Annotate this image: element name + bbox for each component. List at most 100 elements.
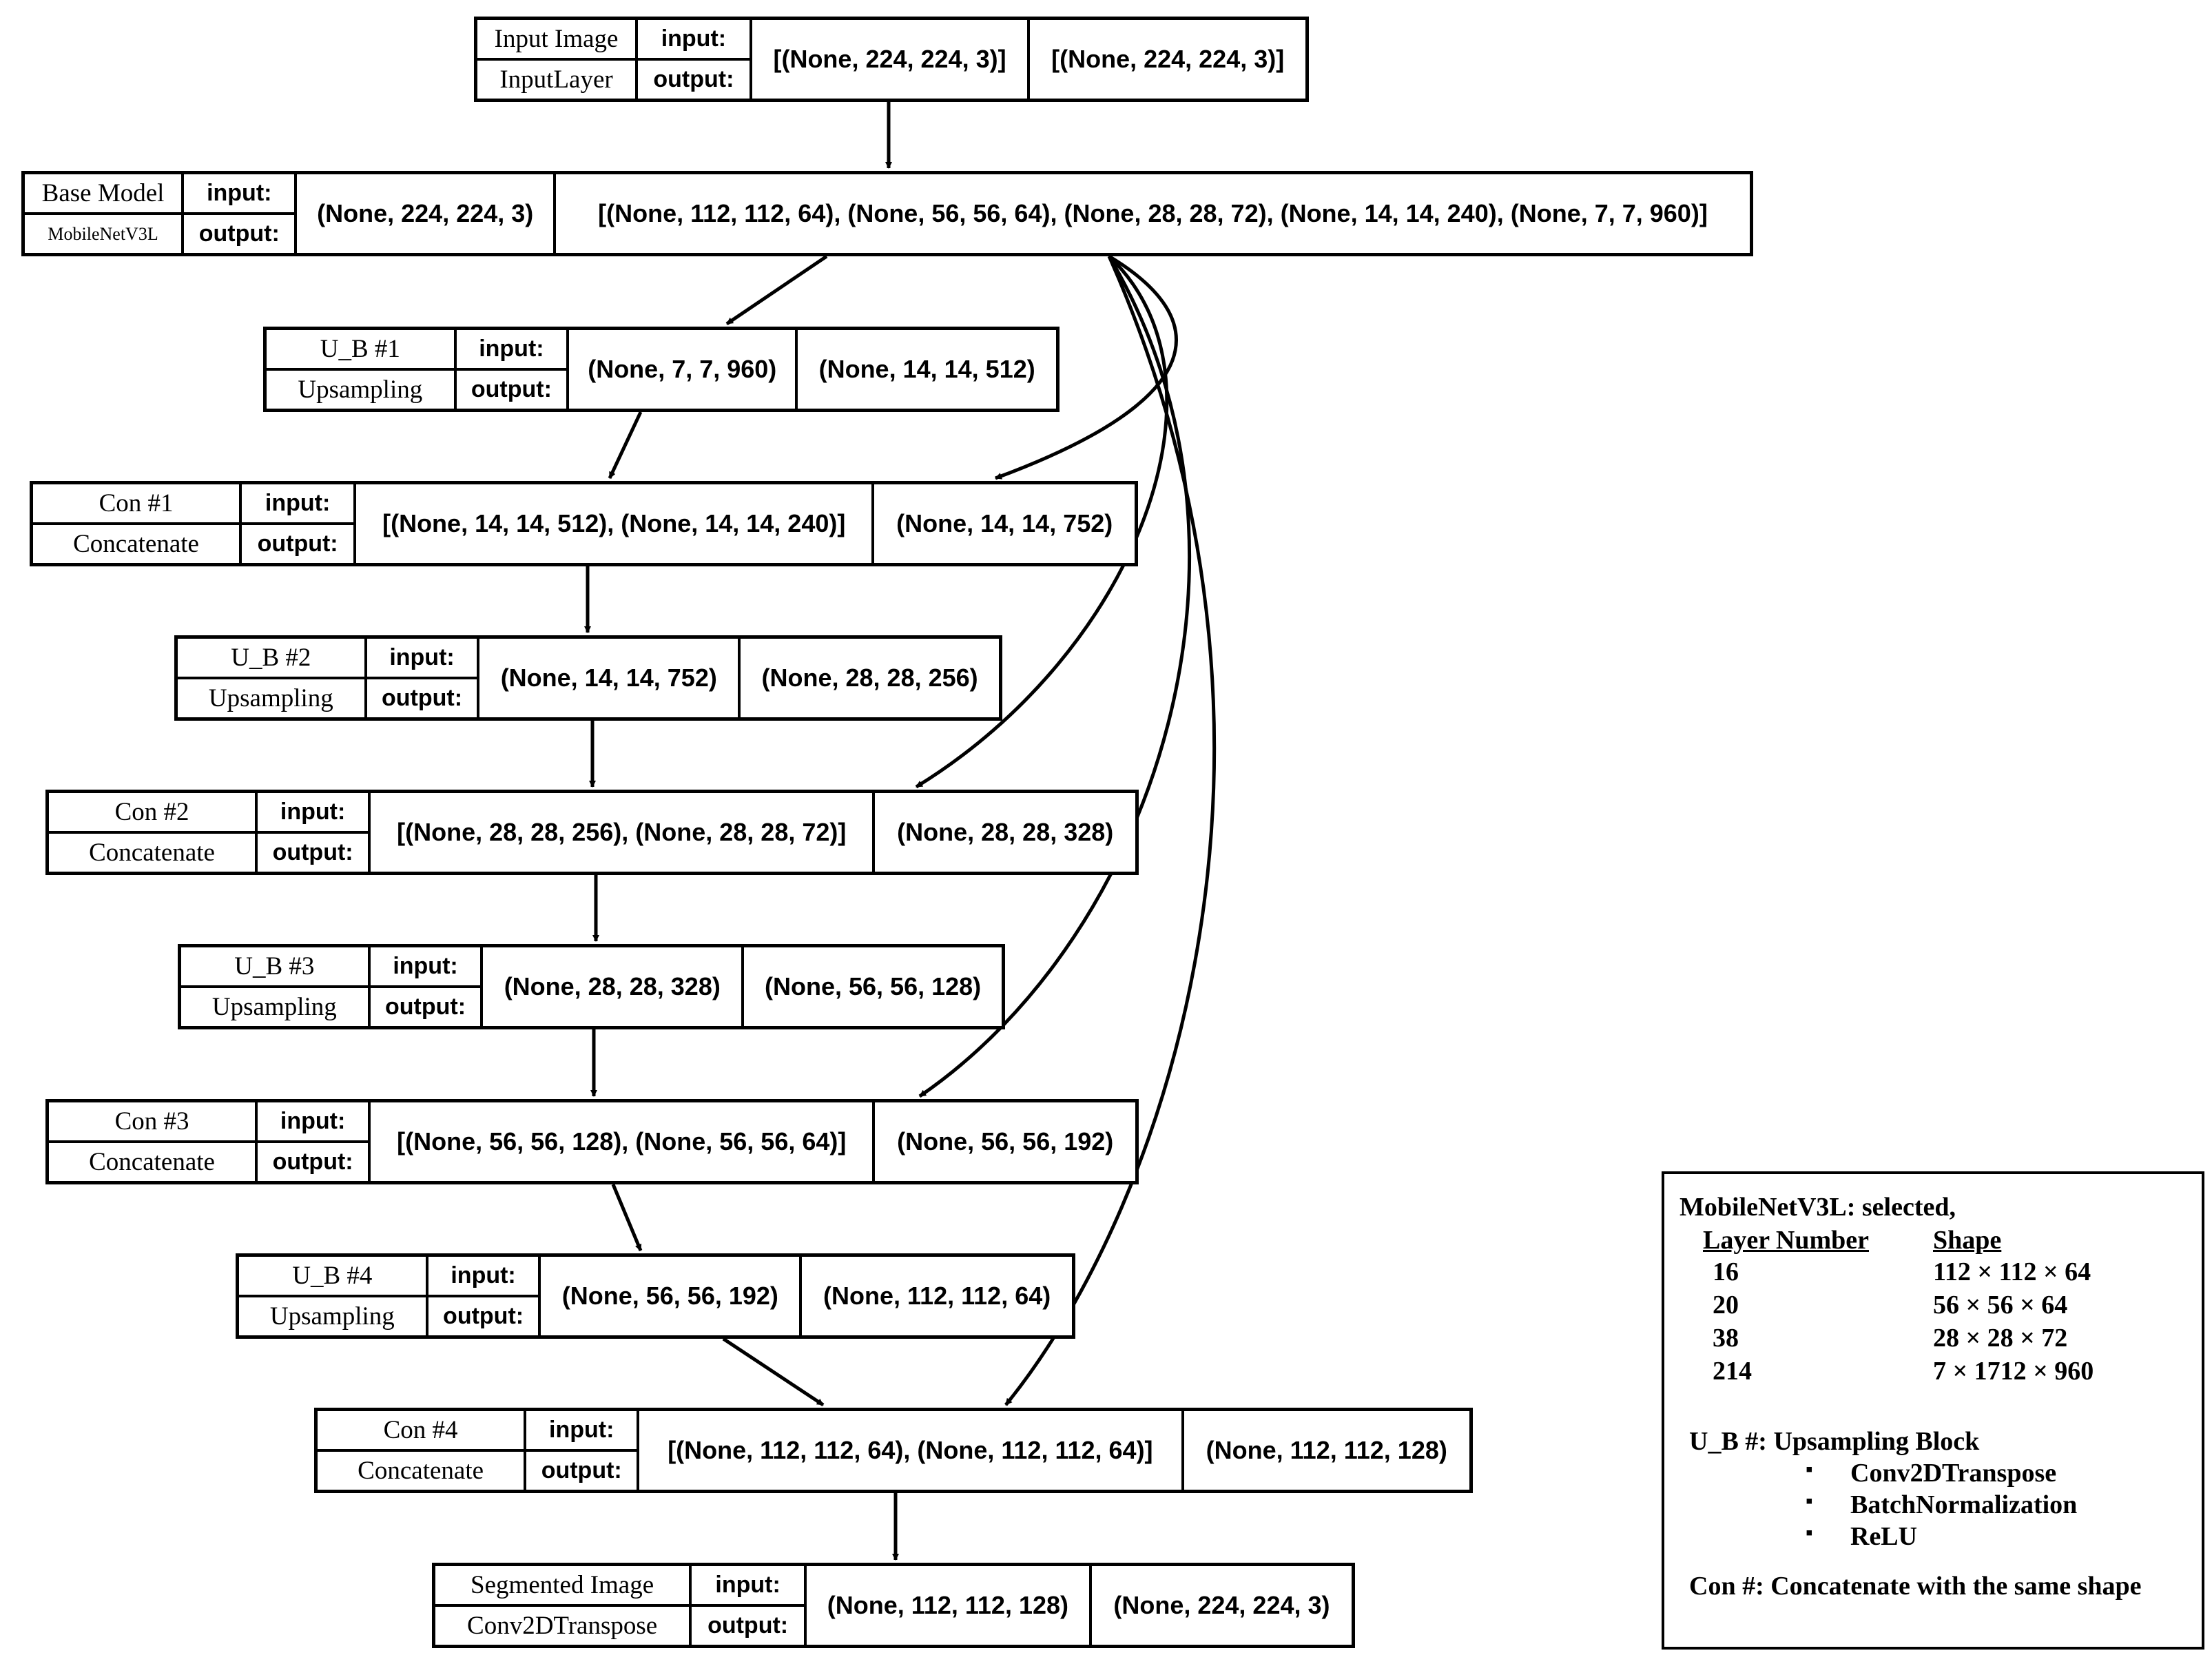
input-label: input: [184,174,295,215]
input-label: input: [456,330,567,371]
layer-type: Conv2DTranspose [467,1612,658,1640]
layer-name: Con #3 [49,1102,256,1143]
legend-shape-cell: 112 × 112 × 64 [1933,1257,2091,1286]
legend-layer-cell: 38 [1713,1324,1739,1353]
edge-base-model-to-con3 [918,255,1191,1098]
layer-type: Concatenate [89,839,215,867]
input-label: input: [258,793,369,834]
layer-type: Upsampling [269,1302,395,1331]
layer-type: Upsampling [211,993,337,1021]
layer-name: U_B #3 [181,947,368,988]
layer-node-con1: Con #1 Concatenate input: output: [(None, 14… [30,481,1138,566]
output-shape: (None, 112, 112, 64) [823,1282,1051,1310]
legend-col-shape: Shape [1933,1226,2002,1255]
edge-ub4-to-con4 [722,1337,825,1407]
layer-type: Concatenate [73,530,199,558]
legend-box: MobileNetV3L: selected, Layer Number Sha… [1662,1171,2204,1650]
layer-name: Con #4 [318,1411,524,1452]
layer-name: Con #2 [49,793,256,834]
input-shape: (None, 56, 56, 192) [541,1257,803,1335]
layer-type: MobileNetV3L [48,223,158,244]
layer-name: Segmented Image [435,1566,690,1607]
layer-name: U_B #1 [267,330,454,371]
output-label: output: [471,376,552,402]
bullet-icon: ▪ [1806,1458,1813,1481]
legend-shape-cell: 56 × 56 × 64 [1933,1291,2068,1319]
output-label: output: [382,685,463,711]
layer-node-con2: Con #2 Concatenate input: output: [(None, 28… [45,790,1139,875]
input-label: input: [258,1102,369,1143]
legend-ub-item: BatchNormalization [1850,1490,2078,1519]
input-shape: (None, 28, 28, 328) [483,947,745,1026]
layer-node-ub4: U_B #4 Upsampling input: output: (None, 56, … [236,1253,1075,1339]
legend-ub-title: U_B #: Upsampling Block [1689,1427,1980,1456]
bullet-icon: ▪ [1806,1521,1813,1544]
input-shape: (None, 14, 14, 752) [479,639,741,717]
output-shape: (None, 112, 112, 128) [1206,1436,1447,1464]
layer-node-ub3: U_B #3 Upsampling input: output: (None, 28, … [178,944,1005,1029]
layer-name: Input Image [477,20,636,61]
input-shape: [(None, 224, 224, 3)] [752,20,1031,99]
layer-name: Con #1 [33,484,240,525]
input-shape: [(None, 56, 56, 128), (None, 56, 56, 64)… [371,1102,876,1181]
output-label: output: [272,1149,353,1175]
output-label: output: [541,1457,622,1483]
input-label: input: [366,639,477,679]
legend-shape-cell: 28 × 28 × 72 [1933,1324,2068,1353]
bullet-icon: ▪ [1806,1490,1813,1512]
output-shape: (None, 56, 56, 128) [765,972,982,1000]
layer-type: Upsampling [208,684,333,712]
layer-node-ub2: U_B #2 Upsampling input: output: (None, 14, … [174,635,1002,721]
input-shape: [(None, 28, 28, 256), (None, 28, 28, 72)… [371,793,876,872]
legend-layer-cell: 16 [1713,1257,1739,1286]
input-label: input: [428,1257,539,1297]
legend-ub-item: Conv2DTranspose [1850,1459,2057,1488]
input-label: input: [638,20,750,61]
input-shape: [(None, 14, 14, 512), (None, 14, 14, 240… [356,484,875,563]
layer-type: Concatenate [89,1148,215,1176]
layer-name: Base Model [25,174,182,215]
edge-ub1-to-con1 [608,411,643,480]
legend-layer-cell: 214 [1713,1357,1752,1386]
input-label: input: [692,1566,804,1607]
output-shape: (None, 14, 14, 512) [818,355,1035,383]
legend-ub-item: ReLU [1850,1522,1918,1551]
output-shape: (None, 56, 56, 192) [897,1127,1114,1155]
legend-layer-cell: 20 [1713,1291,1739,1319]
input-shape: (None, 112, 112, 128) [807,1566,1092,1645]
legend-title: MobileNetV3L: selected, [1679,1193,1956,1222]
output-label: output: [385,994,466,1020]
output-label: output: [443,1303,524,1329]
input-label: input: [242,484,354,525]
layer-name: U_B #4 [239,1257,426,1297]
output-shape: (None, 28, 28, 328) [897,818,1114,846]
output-shape: (None, 14, 14, 752) [896,509,1113,537]
input-shape: [(None, 112, 112, 64), (None, 112, 112, … [639,1411,1184,1490]
edge-base-model-to-con2 [915,255,1169,789]
legend-con-note: Con #: Concatenate with the same shape [1689,1572,2142,1601]
legend-col-layer: Layer Number [1703,1226,1869,1255]
output-label: output: [272,839,353,865]
output-label: output: [707,1612,789,1639]
layer-name: U_B #2 [178,639,364,679]
legend-shape-cell: 7 × 1712 × 960 [1933,1357,2094,1386]
edge-con3-to-ub4 [611,1184,643,1251]
layer-node-con3: Con #3 Concatenate input: output: [(None, 56… [45,1099,1139,1184]
input-label: input: [370,947,481,988]
output-shape: [(None, 112, 112, 64), (None, 56, 56, 64… [598,199,1708,227]
edge-base-model-to-con4 [1004,255,1216,1406]
input-shape: (None, 224, 224, 3) [297,174,556,253]
output-label: output: [257,531,338,557]
output-label: output: [653,66,734,92]
output-label: output: [198,220,280,247]
edge-base-model-to-con1 [995,254,1178,480]
input-shape: (None, 7, 7, 960) [569,330,798,409]
output-shape: (None, 224, 224, 3) [1113,1591,1330,1619]
